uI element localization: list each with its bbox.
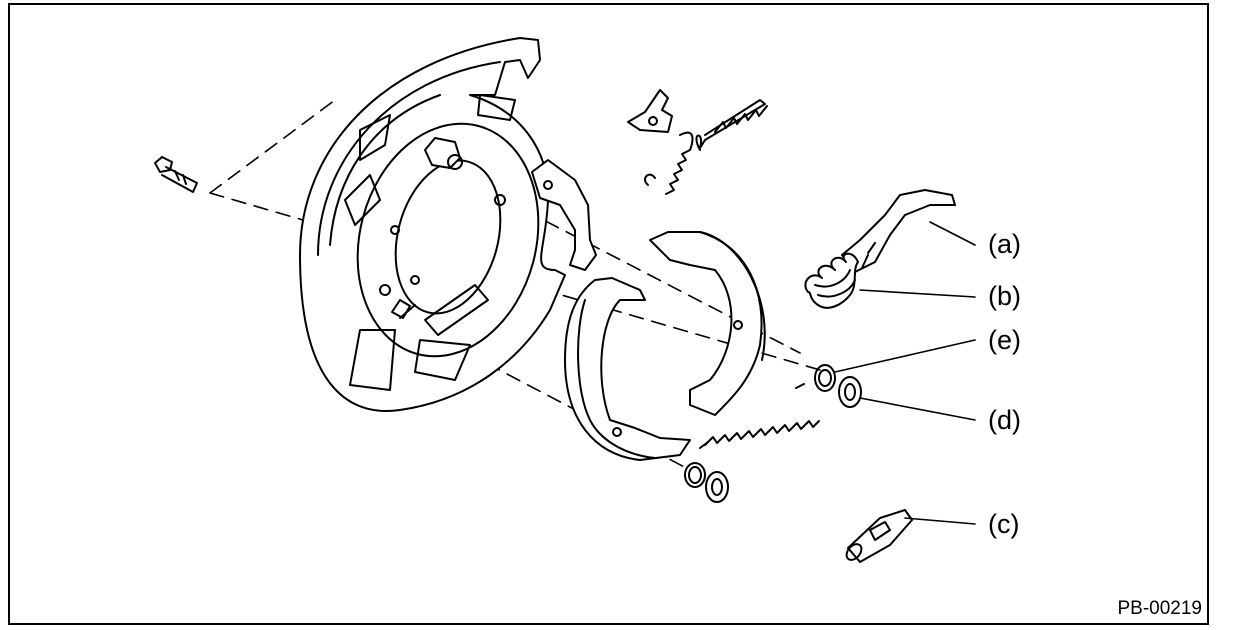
part-b-spring — [804, 252, 859, 309]
figure-code: PB-00219 — [1117, 598, 1202, 619]
leader-lines — [834, 221, 976, 525]
part-c-adjuster — [845, 509, 913, 563]
callout-c-label: (c) — [988, 509, 1020, 539]
adjusting-spring-part — [699, 383, 820, 449]
part-a-strut — [841, 189, 956, 273]
brake-shoe-rear-part — [649, 231, 766, 416]
hold-down-spring-lower-part — [684, 462, 706, 488]
brake-shoe-front-part — [564, 277, 691, 461]
lever-part — [627, 89, 673, 133]
adjuster-bracket-part — [531, 159, 597, 271]
callout-b-label: (b) — [988, 281, 1021, 311]
bolt-part — [154, 156, 198, 193]
callout-e-label: (e) — [988, 325, 1021, 355]
backing-plate-part — [299, 37, 566, 412]
return-spring-part-2 — [644, 131, 694, 195]
callout-d-label: (d) — [988, 405, 1021, 435]
part-d-washer — [838, 376, 862, 408]
callout-a-label: (a) — [988, 229, 1021, 259]
return-spring-part-1 — [695, 99, 768, 151]
hold-down-cup-lower-part — [705, 471, 729, 503]
part-e-spring — [814, 364, 836, 392]
